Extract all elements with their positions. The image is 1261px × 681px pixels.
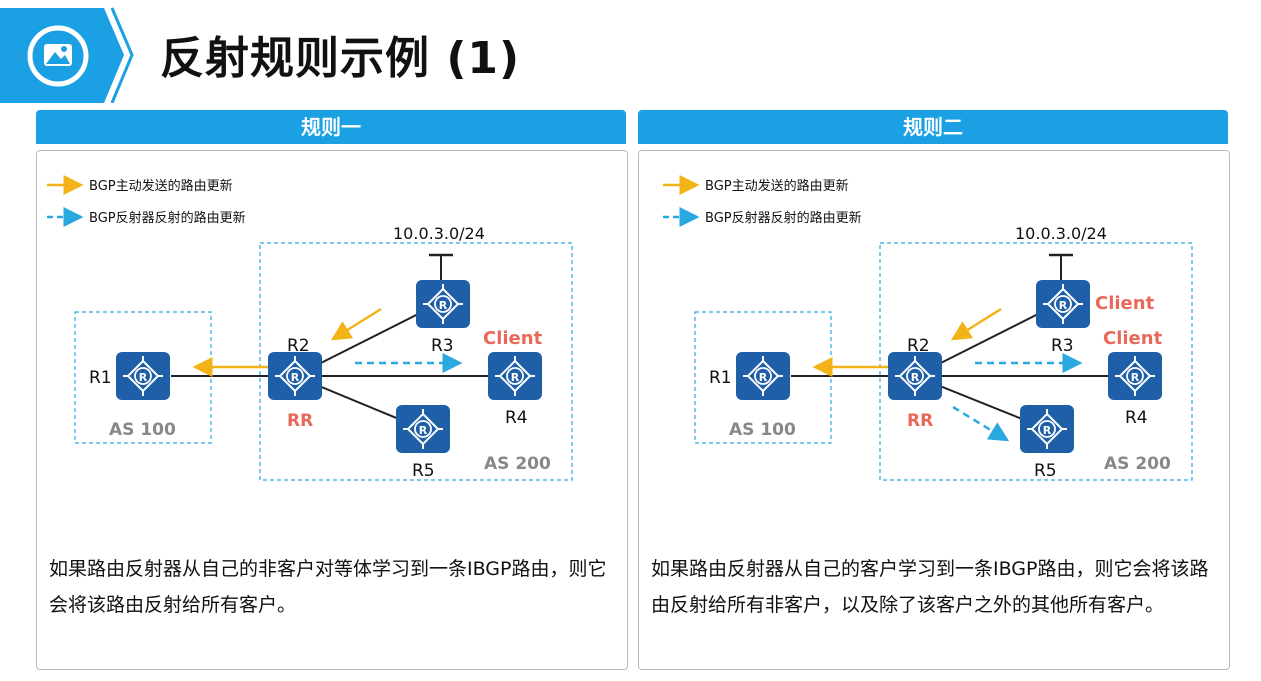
as-left-label: AS 100	[729, 420, 796, 440]
arrow-r3-to-r2	[950, 307, 1002, 341]
rr-label: RR	[907, 411, 933, 431]
router-r2-label: R2	[287, 336, 310, 356]
router-r4-label: R4	[1125, 408, 1148, 428]
router-r2-label: R2	[907, 336, 930, 356]
router-r3-label: R3	[431, 336, 454, 356]
arrow-r2-to-r5	[952, 405, 1010, 442]
client-label-r4: Client	[1103, 328, 1163, 349]
image-icon	[27, 25, 89, 87]
as200-box	[879, 242, 1193, 481]
router-r1-icon	[735, 351, 791, 401]
network-label: 10.0.3.0/24	[393, 224, 485, 243]
panel-heading-2: 规则二	[638, 110, 1228, 144]
topology-diagram-1: R BGP主动发送的路由更新 BGP反射器反射的路由更新 10.0.3.0/24	[47, 175, 573, 481]
page-title: 反射规则示例 (1)	[160, 33, 521, 84]
router-r2-icon	[267, 351, 323, 401]
as200-box	[259, 242, 573, 481]
router-r5-icon	[1019, 404, 1075, 454]
router-r5-label: R5	[412, 461, 435, 481]
client-label-r3: Client	[1095, 293, 1155, 314]
router-r1-label: R1	[89, 368, 112, 388]
router-r5-label: R5	[1034, 461, 1057, 481]
router-r3-label: R3	[1051, 336, 1074, 356]
router-r4-icon	[487, 351, 543, 401]
legend-dashed-label: BGP反射器反射的路由更新	[89, 210, 246, 226]
as-right-label: AS 200	[1104, 454, 1171, 474]
client-label-r4: Client	[483, 328, 543, 349]
router-r1-label: R1	[709, 368, 732, 388]
panel-heading-1: 规则一	[36, 110, 626, 144]
legend-solid-label: BGP主动发送的路由更新	[89, 178, 233, 194]
panel-description-2: 如果路由反射器从自己的客户学习到一条IBGP路由，则它会将该路由反射给所有非客户…	[651, 558, 1209, 616]
arrow-r3-to-r2	[330, 307, 382, 341]
legend-solid-label: BGP主动发送的路由更新	[705, 178, 849, 194]
legend-dashed-label: BGP反射器反射的路由更新	[705, 210, 862, 226]
router-r3-icon	[1035, 279, 1091, 329]
network-label: 10.0.3.0/24	[1015, 224, 1107, 243]
as-left-label: AS 100	[109, 420, 176, 440]
panel-1: R BGP主动发送的路由更新 BGP反射器反射的路由更新 10.0.3.0/24	[36, 150, 628, 670]
router-r4-icon	[1107, 351, 1163, 401]
router-r4-label: R4	[505, 408, 528, 428]
panel-2: R BGP主动发送的路由更新 BGP反射器反射的路由更新 10.0.3.0/24	[638, 150, 1230, 670]
router-r5-icon	[395, 404, 451, 454]
header-badge	[0, 7, 134, 103]
router-r1-icon	[115, 351, 171, 401]
rr-label: RR	[287, 411, 313, 431]
router-r2-icon	[887, 351, 943, 401]
router-r3-icon	[415, 279, 471, 329]
panel-description-1: 如果路由反射器从自己的非客户对等体学习到一条IBGP路由，则它会将该路由反射给所…	[49, 558, 607, 616]
topology-diagram-2: R BGP主动发送的路由更新 BGP反射器反射的路由更新 10.0.3.0/24	[663, 175, 1193, 481]
as-right-label: AS 200	[484, 454, 551, 474]
